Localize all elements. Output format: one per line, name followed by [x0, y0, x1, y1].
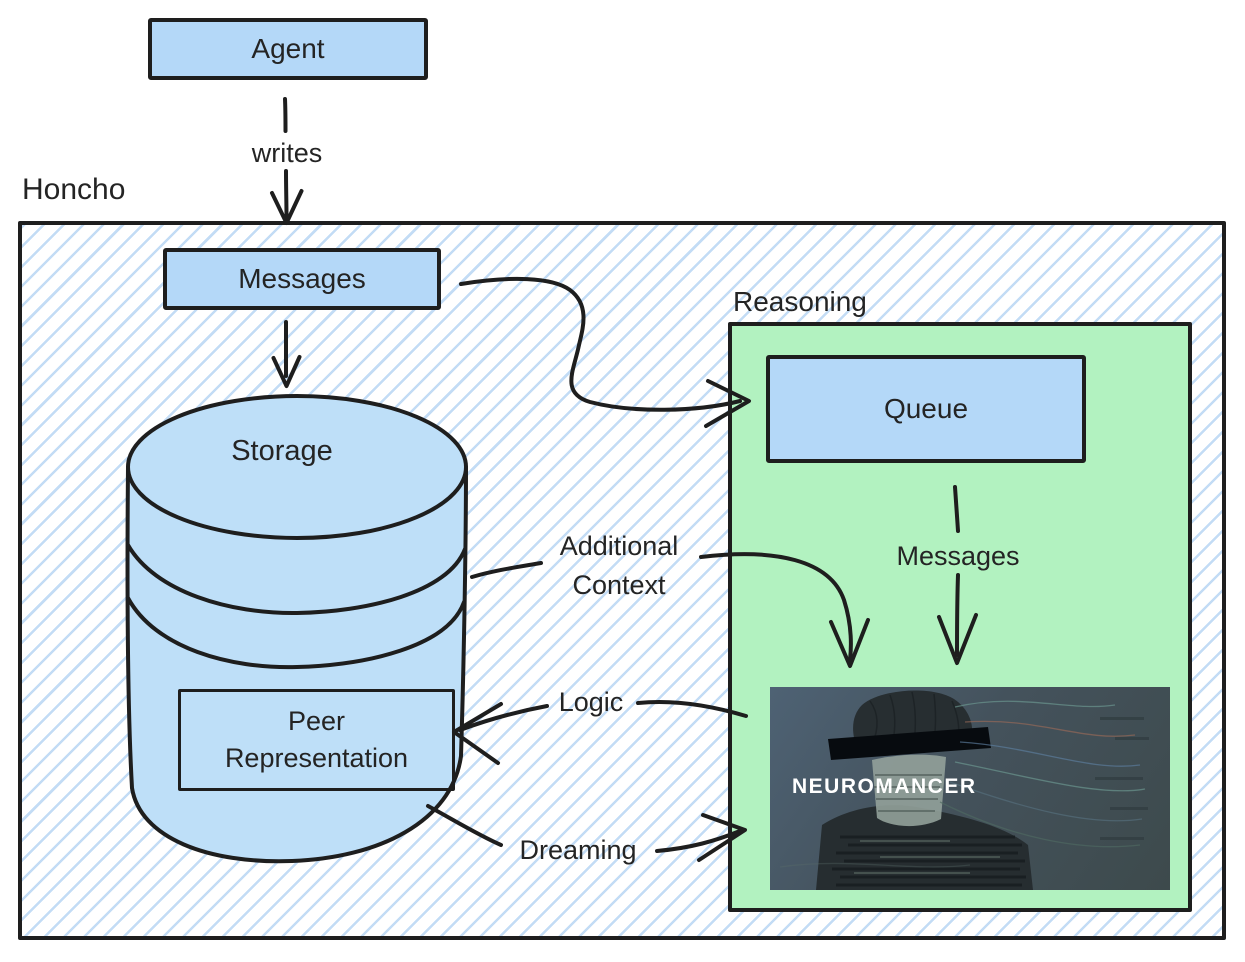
honcho-container-label: Honcho: [22, 173, 126, 206]
queue-messages-edge-label: Messages: [896, 541, 1020, 571]
messages-box-label: Messages: [238, 263, 366, 294]
queue-box: Queue: [766, 355, 1086, 463]
peer-representation-label-line1: Peer: [287, 706, 346, 736]
neuromancer-portrait-art: [779, 690, 1149, 890]
storage-cylinder-label: Storage: [231, 435, 333, 467]
neuromancer-title-text: NEUROMANCER: [792, 775, 977, 798]
additional-context-edge-label: Additional Context: [524, 527, 714, 605]
peer-representation-box: Peer Representation: [178, 689, 455, 791]
dreaming-edge-label: Dreaming: [519, 835, 637, 865]
writes-edge-label: writes: [251, 138, 323, 168]
messages-box: Messages: [163, 248, 441, 310]
additional-context-line2: Context: [572, 570, 666, 600]
agent-box: Agent: [148, 18, 428, 80]
reasoning-container-label: Reasoning: [733, 286, 867, 317]
queue-box-label: Queue: [883, 393, 969, 424]
peer-representation-label-line2: Representation: [224, 743, 409, 773]
agent-box-label: Agent: [251, 33, 325, 64]
neuromancer-image: NEUROMANCER: [770, 687, 1170, 890]
additional-context-line1: Additional: [559, 531, 679, 561]
logic-edge-label: Logic: [558, 687, 624, 717]
